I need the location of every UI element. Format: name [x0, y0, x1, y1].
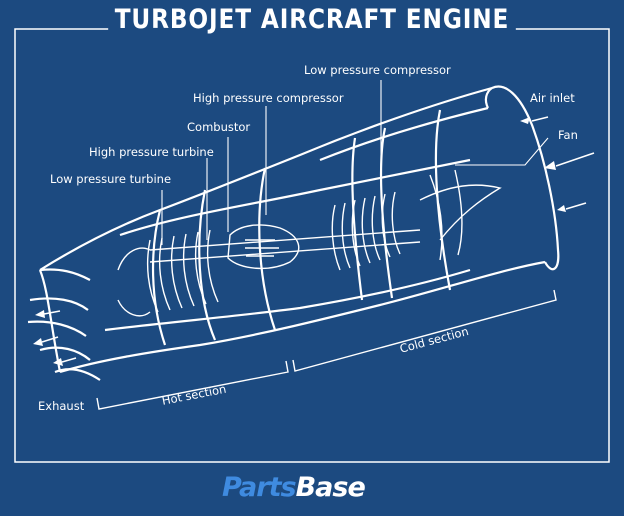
leader-lines [161, 80, 549, 245]
partsbase-logo: PartsBase [222, 472, 366, 503]
label-low-pressure-turbine: Low pressure turbine [50, 172, 172, 186]
engine-casing [27, 85, 560, 381]
page-title: TURBOJET AIRCRAFT ENGINE [44, 4, 581, 35]
label-fan: Fan [558, 128, 578, 142]
flow-arrows [33, 116, 595, 366]
label-high-pressure-compressor: High pressure compressor [193, 91, 344, 105]
label-high-pressure-turbine: High pressure turbine [89, 145, 214, 159]
label-air-inlet: Air inlet [530, 91, 575, 105]
engine-internals [117, 169, 502, 317]
label-combustor: Combustor [187, 120, 251, 134]
border-line [14, 28, 610, 463]
label-exhaust: Exhaust [38, 399, 85, 413]
section-brackets [96, 289, 557, 410]
label-low-pressure-compressor: Low pressure compressor [304, 63, 451, 77]
